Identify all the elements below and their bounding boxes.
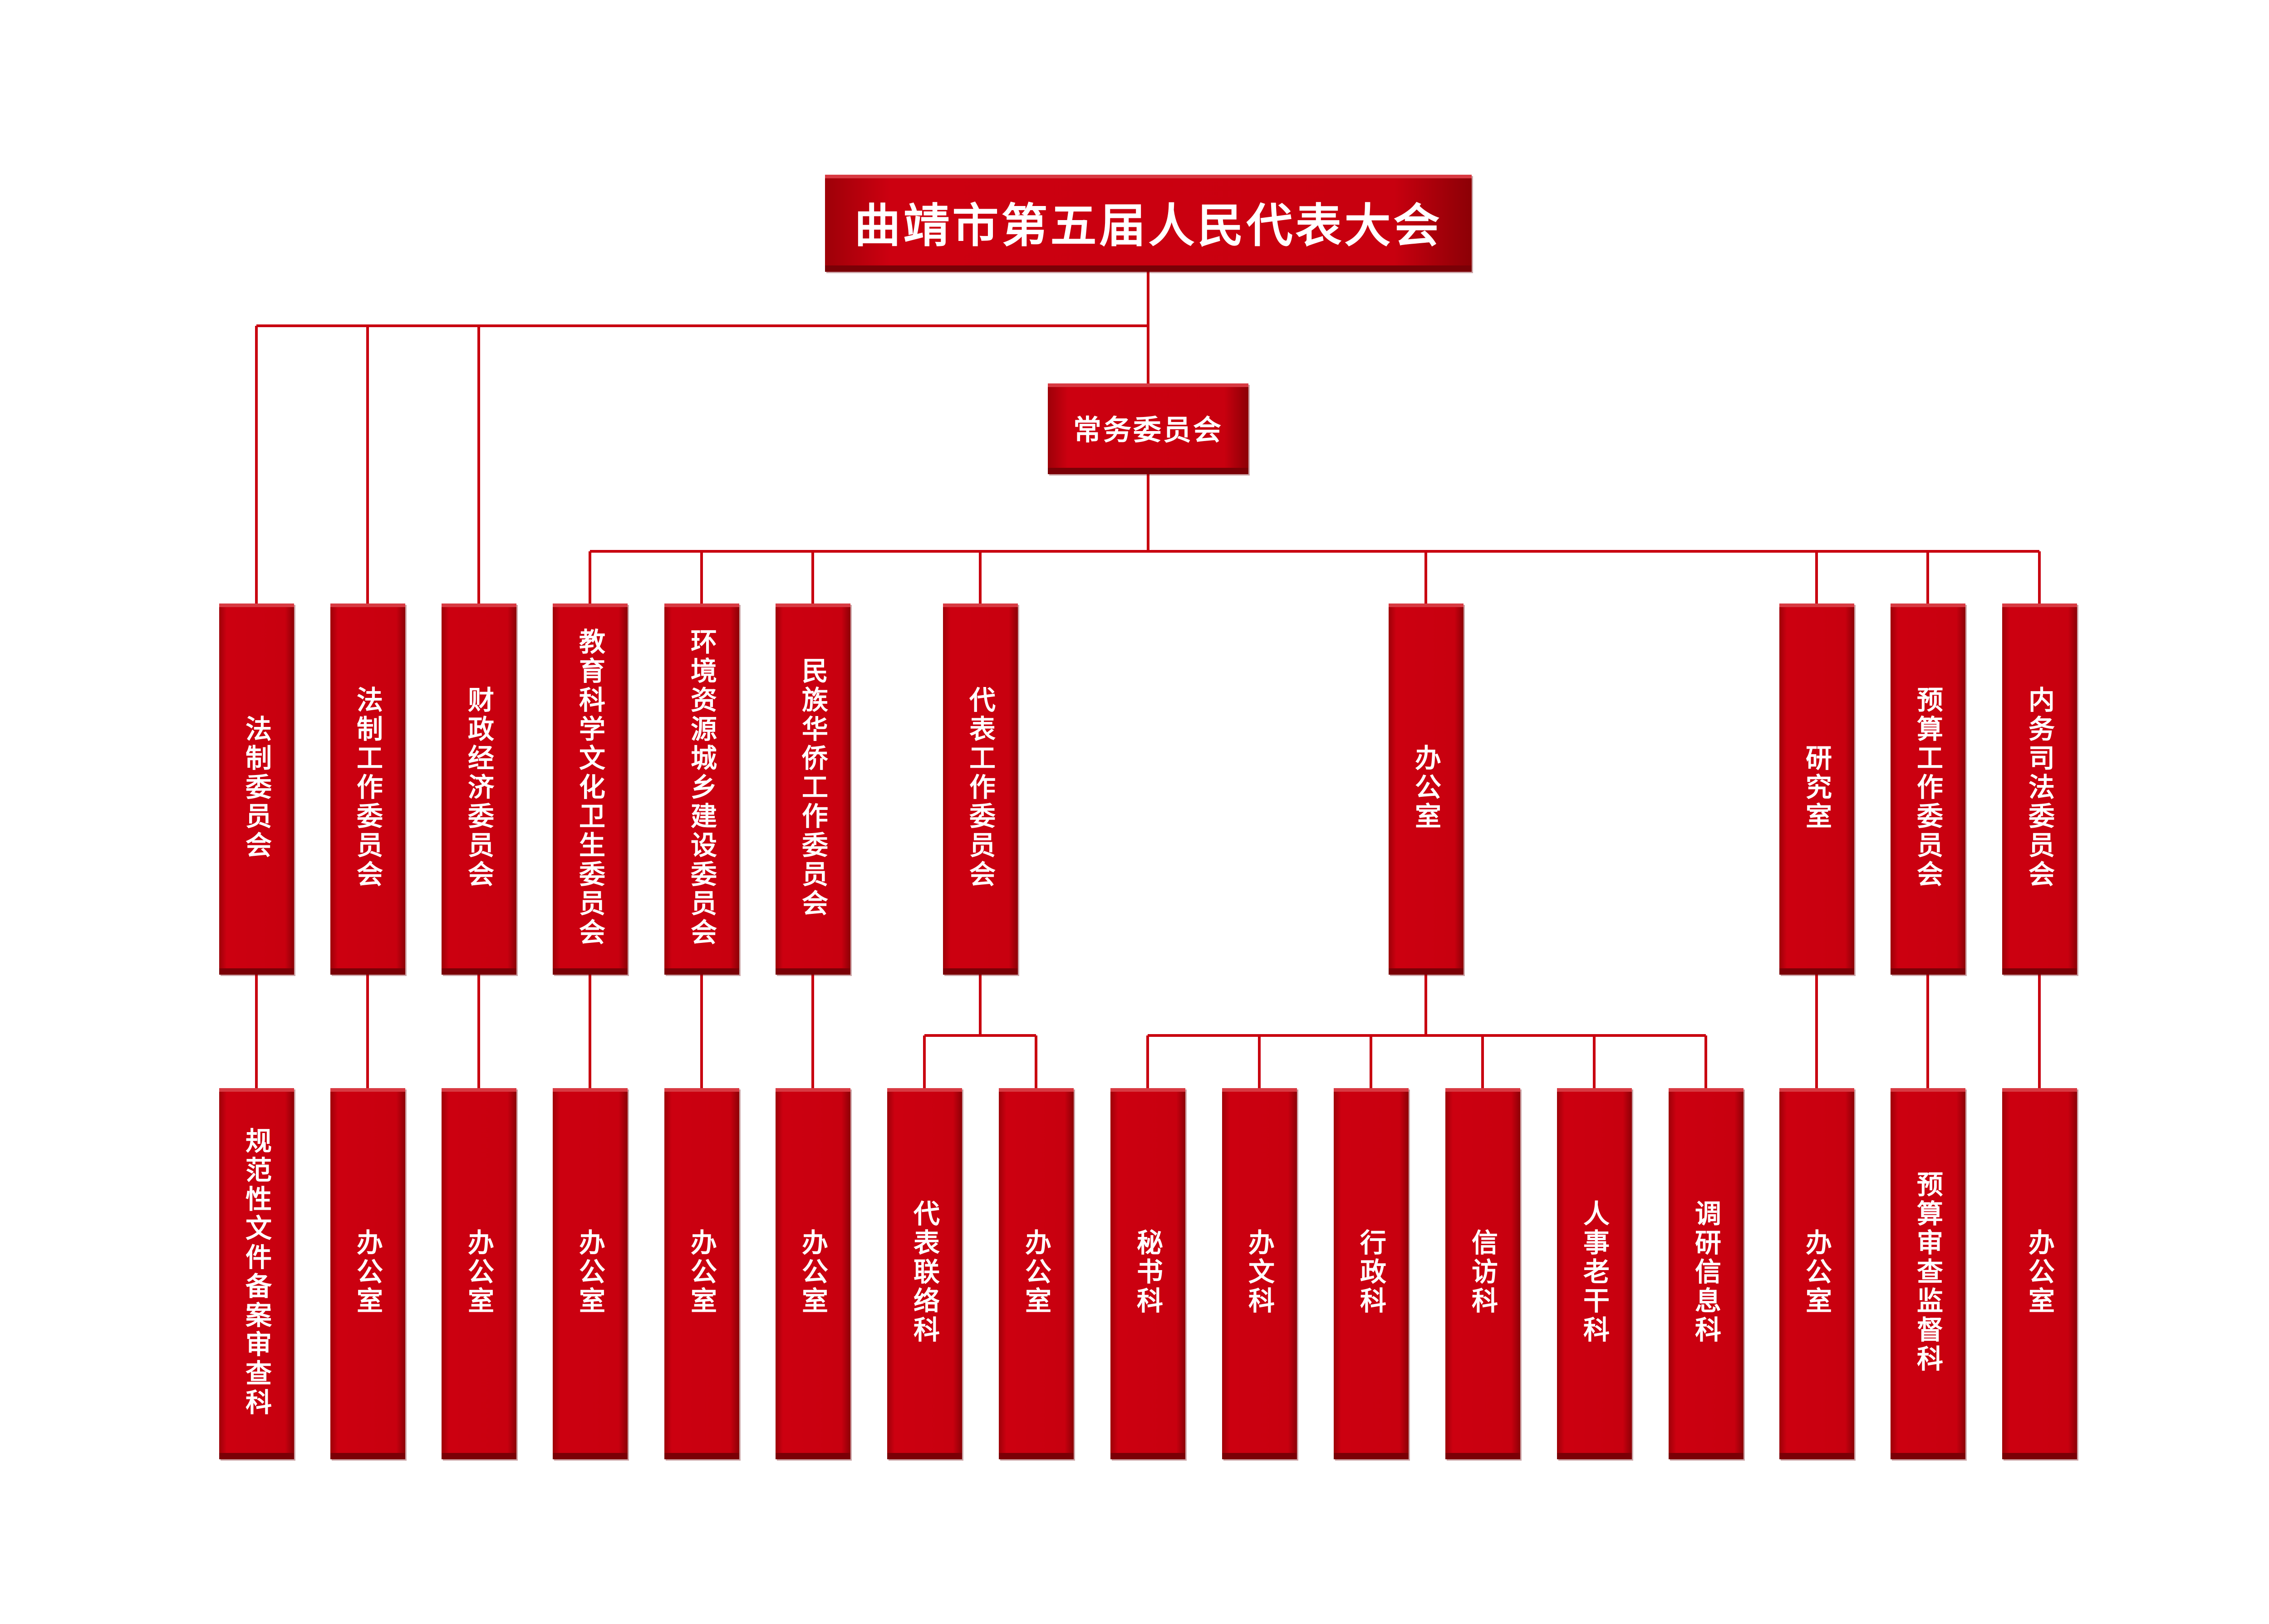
sub-box-daibiao-6[interactable]: 代表联络科	[887, 1088, 962, 1459]
sub-box-minzu-5-label: 办公室	[797, 1229, 828, 1316]
sub-box-daibiao-6-label: 代表联络科	[909, 1200, 940, 1345]
dept-box-jiaoyu-label: 教育科学文化卫生委员会	[575, 628, 605, 947]
congress-title-box[interactable]: 曲靖市第五届人民代表大会	[825, 175, 1472, 272]
sub-box-fazhi-weiyuanhui-0[interactable]: 规范性文件备案审查科	[219, 1088, 294, 1459]
sub-box-caizheng-2[interactable]: 办公室	[441, 1088, 516, 1459]
sub-box-daibiao-7[interactable]: 办公室	[998, 1088, 1074, 1459]
dept-box-daibiao[interactable]: 代表工作委员会	[943, 603, 1018, 975]
sub-box-bangongshi-8[interactable]: 秘书科	[1110, 1088, 1185, 1459]
sub-box-bangongshi-11[interactable]: 信访科	[1445, 1088, 1520, 1459]
dept-box-minzu-label: 民族华侨工作委员会	[797, 657, 828, 918]
dept-box-bangongshi[interactable]: 办公室	[1388, 603, 1464, 975]
sub-box-bangongshi-11-label: 信访科	[1467, 1229, 1498, 1316]
sub-box-neiwu-16-label: 办公室	[2024, 1229, 2055, 1316]
sub-box-caizheng-2-label: 办公室	[463, 1229, 494, 1316]
sub-box-fazhi-gongzuo-1-label: 办公室	[352, 1229, 383, 1316]
sub-box-neiwu-16[interactable]: 办公室	[2002, 1088, 2077, 1459]
sub-box-daibiao-7-label: 办公室	[1021, 1229, 1051, 1316]
sub-box-bangongshi-9[interactable]: 办文科	[1222, 1088, 1297, 1459]
dept-box-yusuan-label: 预算工作委员会	[1912, 686, 1943, 889]
congress-title-label: 曲靖市第五届人民代表大会	[854, 199, 1443, 253]
dept-box-neiwu-label: 内务司法委员会	[2024, 686, 2055, 889]
sub-box-huanjing-4[interactable]: 办公室	[664, 1088, 739, 1459]
dept-box-huanjing-label: 环境资源城乡建设委员会	[686, 628, 717, 947]
dept-box-fazhi-gongzuo[interactable]: 法制工作委员会	[330, 603, 405, 975]
dept-box-huanjing[interactable]: 环境资源城乡建设委员会	[664, 603, 739, 975]
dept-box-yanjiushi-label: 研究室	[1801, 744, 1832, 831]
dept-box-caizheng-label: 财政经济委员会	[463, 686, 494, 889]
dept-box-minzu[interactable]: 民族华侨工作委员会	[775, 603, 850, 975]
sub-box-huanjing-4-label: 办公室	[686, 1229, 717, 1316]
dept-box-daibiao-label: 代表工作委员会	[965, 686, 996, 889]
dept-box-fazhi-gongzuo-label: 法制工作委员会	[352, 686, 383, 889]
sub-box-fazhi-gongzuo-1[interactable]: 办公室	[330, 1088, 405, 1459]
sub-box-jiaoyu-3-label: 办公室	[575, 1229, 605, 1316]
sub-box-bangongshi-12-label: 人事老干科	[1579, 1200, 1610, 1345]
sub-box-fazhi-weiyuanhui-0-label: 规范性文件备案审查科	[241, 1127, 272, 1418]
dept-box-fazhi-weiyuanhui-label: 法制委员会	[241, 715, 272, 860]
dept-box-neiwu[interactable]: 内务司法委员会	[2002, 603, 2077, 975]
dept-box-yusuan[interactable]: 预算工作委员会	[1890, 603, 1965, 975]
dept-box-caizheng[interactable]: 财政经济委员会	[441, 603, 516, 975]
sub-box-yusuan-15-label: 预算审查监督科	[1912, 1171, 1943, 1374]
sub-box-bangongshi-8-label: 秘书科	[1132, 1229, 1163, 1316]
sub-box-minzu-5[interactable]: 办公室	[775, 1088, 850, 1459]
sub-box-bangongshi-13[interactable]: 调研信息科	[1668, 1088, 1743, 1459]
sub-box-bangongshi-13-label: 调研信息科	[1690, 1200, 1721, 1345]
dept-box-jiaoyu[interactable]: 教育科学文化卫生委员会	[552, 603, 628, 975]
sub-box-bangongshi-12[interactable]: 人事老干科	[1557, 1088, 1632, 1459]
sub-box-yusuan-15[interactable]: 预算审查监督科	[1890, 1088, 1965, 1459]
sub-box-bangongshi-9-label: 办文科	[1244, 1229, 1275, 1316]
sub-box-bangongshi-10-label: 行政科	[1356, 1229, 1386, 1316]
standing-committee-label: 常务委员会	[1073, 413, 1223, 446]
sub-box-yanjiushi-14-label: 办公室	[1801, 1229, 1832, 1316]
dept-box-bangongshi-label: 办公室	[1410, 744, 1441, 831]
sub-box-bangongshi-10[interactable]: 行政科	[1333, 1088, 1409, 1459]
standing-committee-box[interactable]: 常务委员会	[1048, 383, 1248, 474]
dept-box-fazhi-weiyuanhui[interactable]: 法制委员会	[219, 603, 294, 975]
dept-box-yanjiushi[interactable]: 研究室	[1779, 603, 1854, 975]
sub-box-yanjiushi-14[interactable]: 办公室	[1779, 1088, 1854, 1459]
sub-box-jiaoyu-3[interactable]: 办公室	[552, 1088, 628, 1459]
